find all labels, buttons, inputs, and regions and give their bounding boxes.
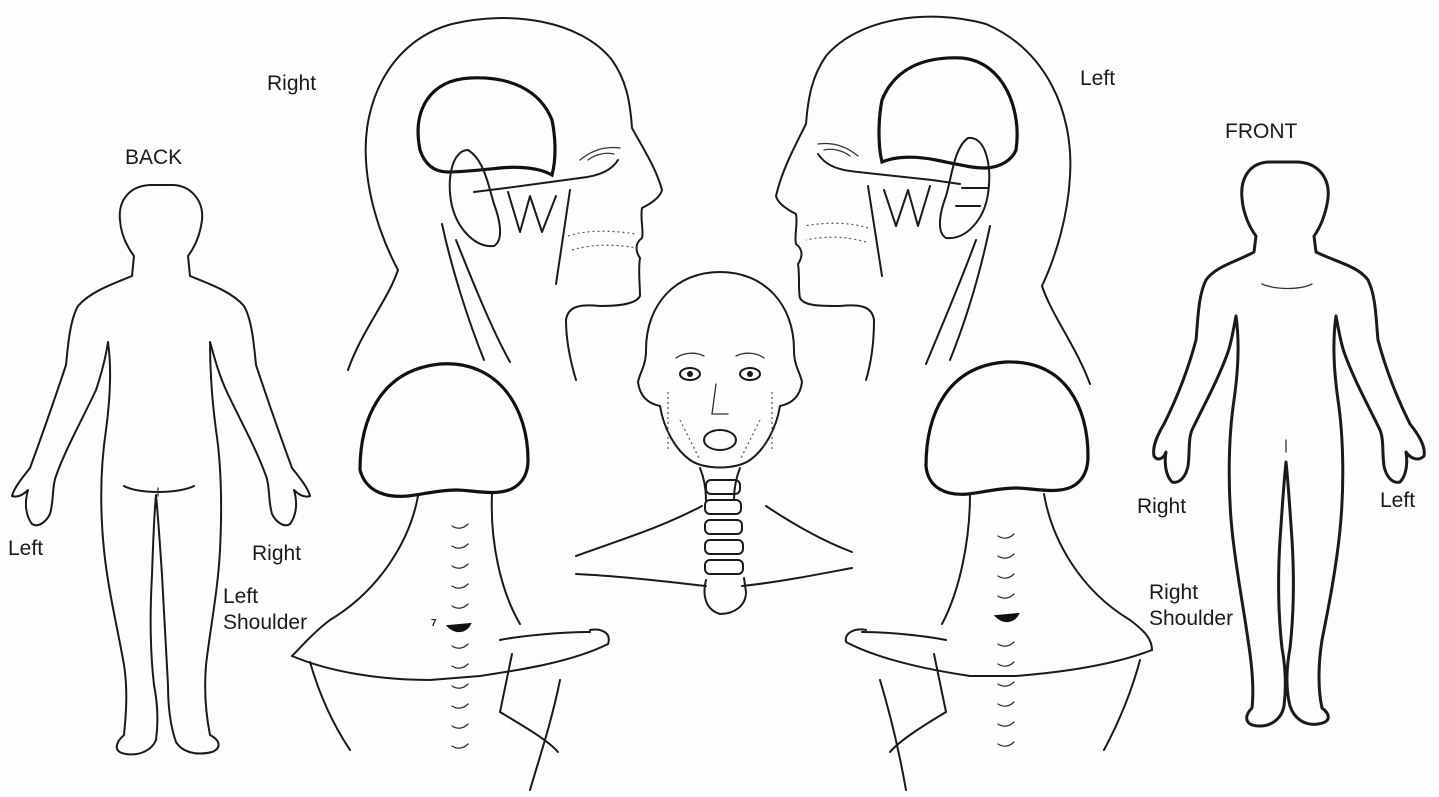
left-head-label: Left xyxy=(1080,65,1115,92)
left-shoulder-label-line1: Left xyxy=(223,583,258,610)
back-right-hand-label: Right xyxy=(252,540,301,567)
front-face-figure xyxy=(576,272,852,614)
back-neck-right-vertebrae xyxy=(996,534,1018,746)
front-left-hand-label: Left xyxy=(1380,487,1415,514)
vertebra-number-label: 7 xyxy=(431,618,437,630)
back-body-figure xyxy=(12,185,310,754)
front-body-figure xyxy=(1154,162,1425,726)
left-profile-head xyxy=(776,17,1090,384)
left-shoulder-label-line2: Shoulder xyxy=(223,609,307,636)
right-shoulder-label-line1: Right xyxy=(1149,579,1198,606)
right-profile-head xyxy=(348,18,662,380)
back-neck-left-vertebrae xyxy=(448,524,470,748)
back-title: BACK xyxy=(125,144,182,171)
back-neck-left-figure xyxy=(292,364,609,790)
front-title: FRONT xyxy=(1225,118,1297,145)
back-left-hand-label: Left xyxy=(8,535,43,562)
front-right-hand-label: Right xyxy=(1137,493,1186,520)
right-head-label: Right xyxy=(267,70,316,97)
right-shoulder-label-line2: Shoulder xyxy=(1149,605,1233,632)
back-neck-right-figure xyxy=(846,362,1152,790)
